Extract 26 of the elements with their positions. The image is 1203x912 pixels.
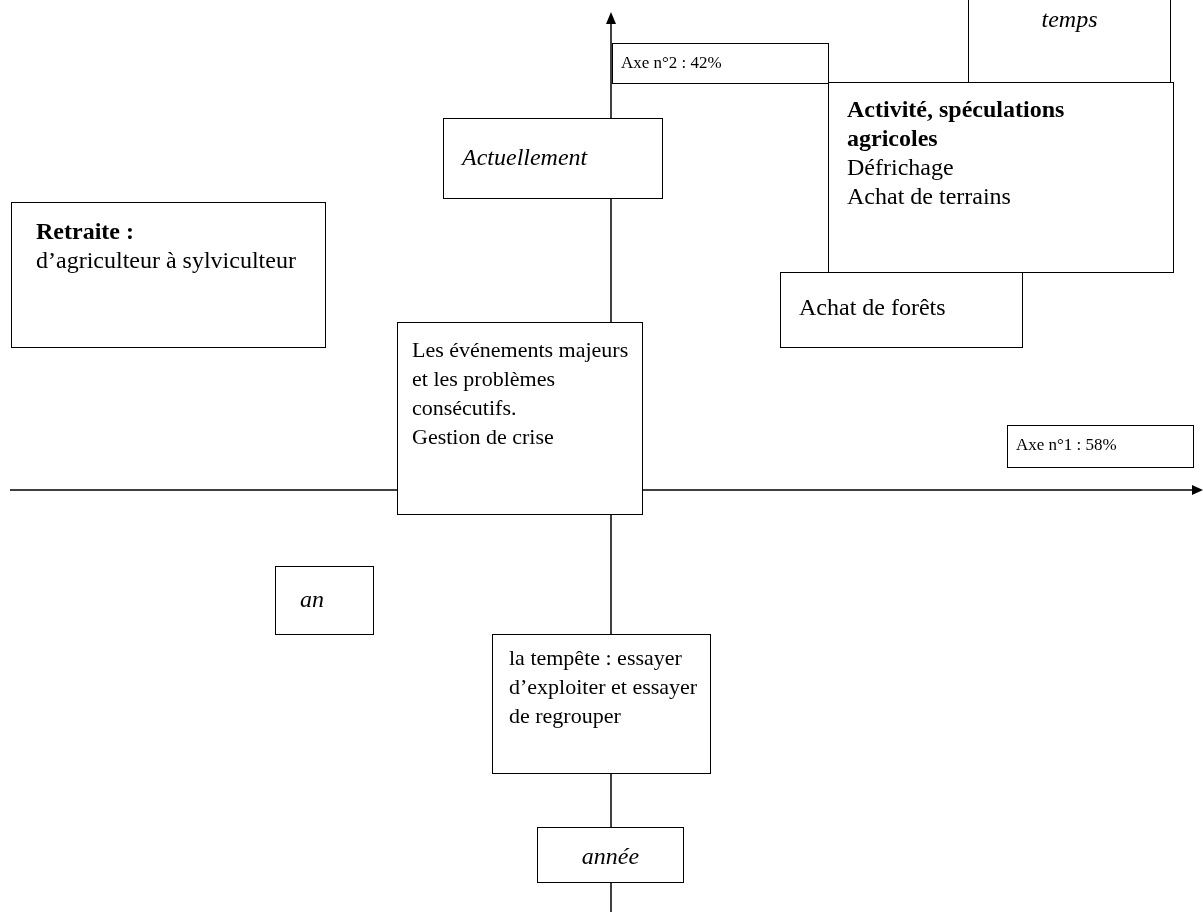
text-box [275, 566, 374, 635]
axis-label-box [612, 43, 829, 84]
text-box [780, 272, 1023, 348]
box-text: Les événements majeurs et les problèmes consécutifs. [412, 336, 630, 422]
box-text: Axe n°1 : 58% [1016, 434, 1118, 456]
box-text: Gestion de crise [412, 423, 555, 451]
box-text: la tempête : essayer d’exploiter et essayer de regrouper [509, 644, 699, 730]
text-box [492, 634, 711, 774]
box-text: Achat de forêts [799, 293, 947, 322]
box-text: d’agriculteur à sylviculteur [36, 246, 297, 275]
box-text: Achat de terrains [847, 182, 1012, 211]
text-box [828, 82, 1174, 273]
box-text: Défrichage [847, 153, 955, 182]
box-text: Actuellement [462, 143, 589, 172]
heading-text: Activité, spéculations agricoles [847, 95, 1066, 153]
box-text: an [300, 585, 325, 614]
text-box [11, 202, 326, 348]
box-text: Axe n°2 : 42% [621, 52, 723, 74]
heading-text: Retraite : [36, 217, 135, 246]
text-box [443, 118, 663, 199]
text-box [968, 0, 1171, 83]
box-text: année [580, 844, 641, 868]
axis-label-box [1007, 425, 1194, 468]
text-box [537, 827, 684, 883]
text-box [397, 322, 643, 515]
box-text: temps [1040, 5, 1099, 34]
